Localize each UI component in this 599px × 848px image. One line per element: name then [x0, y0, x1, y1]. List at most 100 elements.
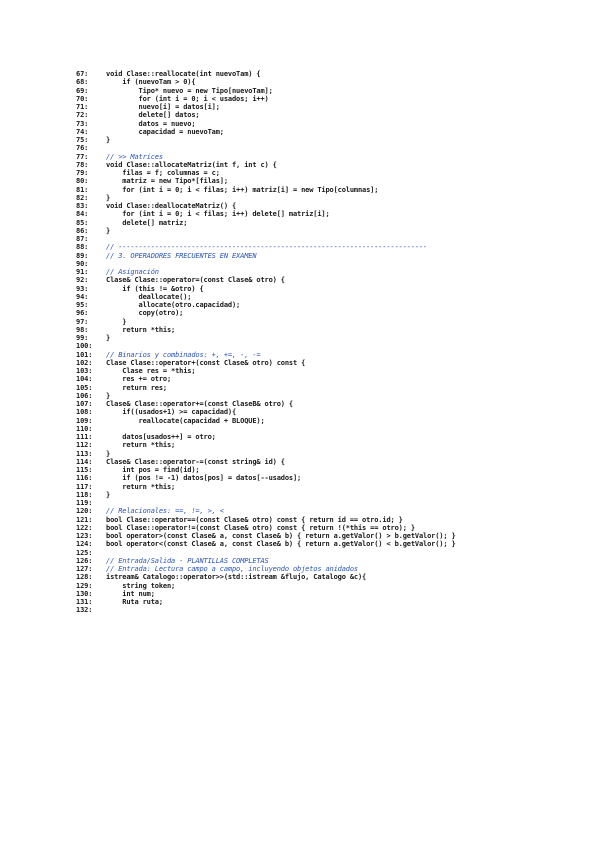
- line-text: // Entrada: Lectura campo a campo, inclu…: [106, 565, 358, 573]
- line-number: 101:: [76, 350, 93, 359]
- line-number: 72:: [76, 111, 89, 120]
- line-text: // Relacionales: ==, !=, >, <: [106, 507, 224, 516]
- line-text: return res;: [106, 383, 167, 392]
- code-line: 69: Tipo* nuevo = new Tipo[nuevoTam];: [76, 87, 596, 95]
- line-text: Tipo* nuevo = new Tipo[nuevoTam];: [106, 86, 273, 95]
- code-line: 92:Clase& Clase::operator=(const Clase& …: [76, 276, 596, 284]
- line-text: // 3. OPERADORES FRECUENTES EN EXAMEN: [106, 251, 257, 260]
- code-line: 80: matriz = new Tipo*[filas];: [76, 177, 596, 185]
- line-number: 93:: [76, 284, 89, 293]
- line-number: 75:: [76, 136, 89, 144]
- line-number: 103:: [76, 367, 93, 375]
- line-text: int pos = find(id);: [106, 466, 200, 474]
- line-number: 123:: [76, 532, 93, 540]
- line-number: 80:: [76, 177, 89, 186]
- code-line: 129: string token;: [76, 582, 596, 590]
- line-number: 105:: [76, 383, 93, 392]
- line-text: if((usados+1) >= capacidad){: [106, 408, 237, 417]
- line-text: matriz = new Tipo*[filas];: [106, 177, 228, 186]
- line-number: 125:: [76, 548, 93, 557]
- line-text: bool operator>(const Clase& a, const Cla…: [106, 532, 456, 540]
- line-text: datos = nuevo;: [106, 119, 196, 128]
- code-line: 105: return res;: [76, 384, 596, 392]
- code-line: 109: reallocate(capacidad + BLOQUE);: [76, 417, 596, 425]
- line-text: // >> Matrices: [106, 152, 163, 161]
- line-number: 74:: [76, 127, 89, 136]
- line-number: 84:: [76, 210, 89, 219]
- code-comment-line: 120: // Relacionales: ==, !=, >, <: [76, 507, 596, 515]
- line-text: copy(otro);: [106, 309, 184, 318]
- code-line: 113:}: [76, 450, 596, 458]
- code-line: 86:}: [76, 227, 596, 235]
- line-text: allocate(otro.capacidad);: [106, 301, 241, 309]
- line-number: 88:: [76, 243, 89, 252]
- line-number: 104:: [76, 375, 93, 384]
- code-line: 72: delete[] datos;: [76, 111, 596, 119]
- code-line: 75:}: [76, 136, 596, 144]
- code-line: 96: copy(otro);: [76, 309, 596, 317]
- code-line: 107:Clase& Clase::operator+=(const Clase…: [76, 400, 596, 408]
- code-line: 104: res += otro;: [76, 375, 596, 383]
- line-text: return *this;: [106, 325, 176, 334]
- code-line: 102:Clase Clase::operator+(const Clase& …: [76, 359, 596, 367]
- line-text: void Clase::deallocateMatriz() {: [106, 202, 237, 210]
- line-number: 67:: [76, 70, 89, 78]
- line-number: 82:: [76, 193, 89, 202]
- line-text: }: [106, 226, 111, 235]
- line-number: 109:: [76, 416, 93, 425]
- code-line: 123: bool operator>(const Clase& a, const…: [76, 532, 596, 540]
- code-line: 110:: [76, 425, 596, 433]
- code-line: 70: for (int i = 0; i < usados; i++): [76, 95, 596, 103]
- line-text: void Clase::reallocate(int nuevoTam) {: [106, 70, 261, 78]
- code-line: 76:: [76, 144, 596, 152]
- code-line: 125:: [76, 549, 596, 557]
- line-number: 94:: [76, 292, 89, 301]
- line-text: Clase res = *this;: [106, 367, 196, 375]
- line-number: 87:: [76, 235, 89, 243]
- line-text: }: [106, 193, 111, 202]
- code-line: 83:void Clase::deallocateMatriz() {: [76, 202, 596, 210]
- line-text: filas = f; columnas = c;: [106, 169, 220, 177]
- code-comment-line: 127: // Entrada: Lectura campo a campo, i…: [76, 565, 596, 573]
- line-number: 68:: [76, 78, 89, 87]
- code-listing: 67: void Clase::reallocate(int nuevoTam) …: [76, 70, 596, 615]
- line-text: string token;: [106, 581, 176, 590]
- line-number: 95:: [76, 301, 89, 309]
- line-text: reallocate(capacidad + BLOQUE);: [106, 416, 265, 425]
- line-text: if (pos != -1) datos[pos] = datos[--usad…: [106, 474, 302, 483]
- code-line: 131: Ruta ruta;: [76, 598, 596, 606]
- line-number: 90:: [76, 259, 89, 268]
- line-number: 79:: [76, 169, 89, 177]
- line-text: bool operator<(const Clase& a, const Cla…: [106, 540, 456, 549]
- code-comment-line: 89:// 3. OPERADORES FRECUENTES EN EXAMEN: [76, 252, 596, 260]
- line-text: }: [106, 136, 111, 144]
- line-number: 131:: [76, 598, 93, 606]
- line-number: 114:: [76, 457, 93, 466]
- code-comment-line: 126:// Entrada/Salida - PLANTILLAS COMPL…: [76, 557, 596, 565]
- code-line: 128:istream& Catalogo::operator>>(std::i…: [76, 573, 596, 581]
- line-number: 129:: [76, 581, 93, 590]
- line-text: Ruta ruta;: [106, 598, 163, 606]
- code-line: 116: if (pos != -1) datos[pos] = datos[-…: [76, 474, 596, 482]
- code-comment-line: 77:// >> Matrices: [76, 153, 596, 161]
- line-number: 92:: [76, 276, 89, 285]
- code-line: 68: if (nuevoTam > 0){: [76, 78, 596, 86]
- line-text: datos[usados++] = otro;: [106, 433, 216, 441]
- code-line: 90:: [76, 260, 596, 268]
- line-text: delete[] datos;: [106, 111, 200, 120]
- code-line: 98: return *this;: [76, 326, 596, 334]
- code-line: 124:bool operator<(const Clase& a, const…: [76, 540, 596, 548]
- line-number: 120:: [76, 507, 93, 516]
- code-line: 73: datos = nuevo;: [76, 120, 596, 128]
- line-number: 81:: [76, 185, 89, 194]
- code-line: 119:: [76, 499, 596, 507]
- line-text: }: [106, 449, 111, 458]
- code-line: 111: datos[usados++] = otro;: [76, 433, 596, 441]
- line-number: 127:: [76, 565, 93, 573]
- line-text: return *this;: [106, 441, 176, 450]
- line-number: 71:: [76, 103, 89, 111]
- line-text: if (nuevoTam > 0){: [106, 78, 196, 87]
- code-comment-line: 101:// Binarios y combinados: +, +=, -, …: [76, 351, 596, 359]
- line-number: 121:: [76, 515, 93, 524]
- line-text: res += otro;: [106, 375, 172, 384]
